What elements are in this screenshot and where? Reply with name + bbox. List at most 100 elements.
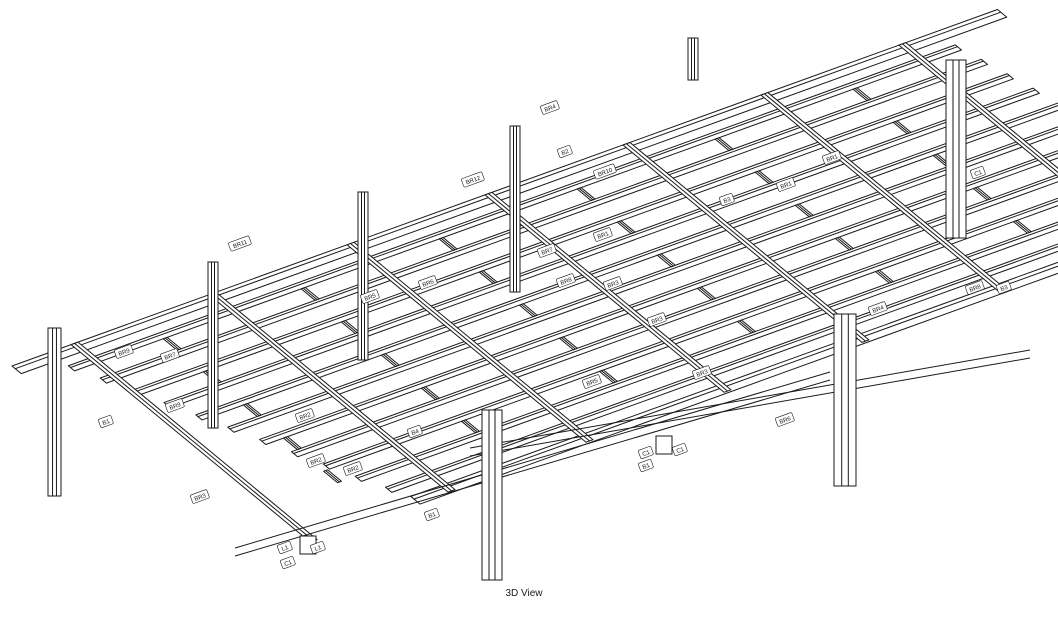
member-tag-box <box>228 235 252 252</box>
member-tag: BR6 <box>775 412 795 427</box>
member-tag-box <box>582 374 602 389</box>
member-tag-text: BR8 <box>560 277 574 287</box>
member-tag-text: BR6 <box>779 416 793 426</box>
member-tag-box <box>190 489 210 504</box>
member-tag: BR8 <box>556 273 576 288</box>
member-tag: BR5 <box>582 374 602 389</box>
member-tag-text: BR4 <box>544 104 558 114</box>
brace-web <box>245 403 260 417</box>
purlin-6-flange <box>229 128 1058 430</box>
brace-web <box>521 304 536 317</box>
lower-beam-front-2 <box>234 379 831 557</box>
member-tag-box <box>277 541 293 554</box>
member-tag: L1 <box>310 541 326 554</box>
member-tag-box <box>306 453 326 468</box>
member-tag: BR8 <box>965 280 985 295</box>
member-tag: B3 <box>719 193 735 206</box>
column-mid-left <box>207 261 219 429</box>
brace-web <box>837 237 852 250</box>
member-tag: B1 <box>638 459 654 472</box>
column-mid <box>357 191 369 361</box>
member-tag-text: BR3 <box>194 493 208 503</box>
member-tag-text: BR3 <box>651 316 665 326</box>
cross-joist-6-web <box>764 93 1004 292</box>
member-tag: BR10 <box>593 163 617 180</box>
member-tag-box <box>424 508 440 521</box>
member-tag: L1 <box>277 541 293 554</box>
member-tag-box <box>343 461 363 476</box>
brace-web <box>423 387 438 400</box>
brace-web <box>975 187 990 200</box>
member-tag-text: BR1 <box>597 231 611 241</box>
brace-web <box>894 121 910 134</box>
member-tag-text: BR2 <box>310 457 324 467</box>
member-tag: BR11 <box>228 235 252 252</box>
member-tag-text: BR10 <box>597 167 614 178</box>
column-rear-top <box>687 37 699 81</box>
member-tag-box <box>461 171 485 188</box>
member-tag-box <box>776 177 796 192</box>
member-tag-text: L1 <box>281 545 290 553</box>
brace-web <box>440 237 456 251</box>
member-tag: B1 <box>424 508 440 521</box>
brace-web <box>480 270 496 284</box>
front-edge-beam-flange <box>15 11 1001 370</box>
member-tag: BR6 <box>418 275 438 290</box>
member-tag: BR3 <box>603 276 623 291</box>
brace-web <box>618 221 634 234</box>
member-tag-box <box>965 280 985 295</box>
cross-joist-7-web <box>902 43 1058 174</box>
member-tag: BR12 <box>461 171 485 188</box>
member-tag-box <box>557 145 573 158</box>
brace-web <box>756 171 772 184</box>
member-tag-text: BR5 <box>586 378 600 388</box>
brace-web <box>342 320 358 334</box>
member-tag: BR2 <box>295 408 315 423</box>
member-tag-text: L1 <box>314 545 323 553</box>
member-tag: B2 <box>557 145 573 158</box>
member-tag-text: BR4 <box>872 305 886 315</box>
member-tag-box <box>692 365 712 380</box>
member-tag: C1 <box>638 446 654 459</box>
member-tag-box <box>160 348 180 363</box>
member-tag: BR4 <box>868 301 888 316</box>
brace-web <box>854 88 870 101</box>
cross-joist-2-web <box>212 293 452 492</box>
steel-columns <box>47 37 967 581</box>
purlin-11-flange <box>387 246 1058 490</box>
member-tag-box <box>638 446 654 459</box>
member-tag-text: BR3 <box>607 280 621 290</box>
cross-joist-1-web <box>74 342 314 542</box>
member-tag-text: B1 <box>102 419 112 427</box>
brace-web <box>796 204 812 217</box>
member-tag: BR3 <box>190 489 210 504</box>
member-tag: B3 <box>996 281 1012 294</box>
member-tag-text: BR12 <box>465 175 482 186</box>
purlin-7-flange <box>261 152 1058 442</box>
member-tag-box <box>970 166 986 179</box>
cross-joist-7 <box>898 42 1058 178</box>
member-tag-box <box>593 227 613 242</box>
member-tag: BR9 <box>165 398 185 413</box>
member-tag: BR5 <box>360 289 380 304</box>
brace-web <box>164 337 180 350</box>
member-tag-text: BR7 <box>541 247 555 257</box>
member-tag-text: BR2 <box>347 465 361 475</box>
member-tag-text: C1 <box>974 170 984 178</box>
brace-web <box>285 437 300 450</box>
brace-web <box>383 353 398 367</box>
brace-web <box>325 470 340 483</box>
member-tag-box <box>295 408 315 423</box>
member-tag: BR1 <box>776 177 796 192</box>
purlin-9-flange <box>325 200 1058 467</box>
member-tags: BR4B2BR12BR10B3BR1BR11BR7BR1BR8BR5BR3BR9… <box>98 100 1012 569</box>
member-tag: BR4 <box>540 100 560 115</box>
lower-beam-right-2 <box>469 357 1031 457</box>
member-tag: BR1 <box>822 150 842 165</box>
member-tag-box <box>98 415 114 428</box>
member-tag-text: B1 <box>642 463 652 471</box>
brace-web <box>601 370 616 383</box>
column-rear-right <box>945 59 967 239</box>
member-tag-box <box>407 425 423 438</box>
